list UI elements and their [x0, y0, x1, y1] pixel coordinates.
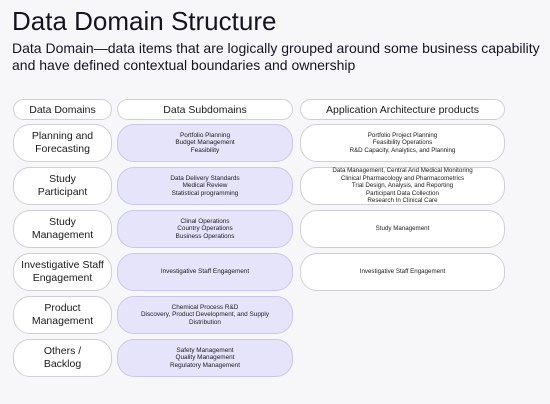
domain-label-line: Participant — [37, 186, 88, 198]
subdomain-box: Portfolio Planning Budget Management Fea… — [117, 124, 293, 162]
application-item: Research In Clinical Care — [367, 197, 438, 205]
application-item: Investigative Staff Engagement — [359, 268, 446, 276]
subdomain-item: Budget Management — [175, 139, 235, 147]
domain-box: Planning and Forecasting — [13, 124, 112, 162]
subdomain-item: Data Delivery Standards — [170, 174, 240, 182]
subdomain-item: Chemical Process R&D — [171, 303, 239, 311]
domain-box: Others / Backlog — [13, 339, 112, 377]
application-item: Participant Data Collection — [366, 189, 439, 197]
subdomain-box: Data Delivery Standards Medical Review S… — [117, 167, 293, 205]
domain-label-line: Study — [49, 216, 76, 228]
subdomain-item: Business Operations — [175, 232, 235, 240]
domain-label-line: Study — [49, 173, 76, 185]
application-item: Clinical Pharmacology and Pharmacometric… — [340, 174, 465, 182]
application-box: Portfolio Project Planning Feasibility O… — [300, 124, 505, 162]
application-item: Portfolio Project Planning — [367, 131, 438, 139]
domain-label-line: Planning and — [31, 130, 94, 142]
domain-box: Investigative Staff Engagement — [13, 253, 112, 291]
domain-label-line: Backlog — [43, 358, 82, 370]
subdomain-item: Safety Management — [176, 346, 234, 354]
domain-label-line: Investigative Staff — [21, 259, 104, 271]
application-item: Data Management, Central And Medical Mon… — [332, 167, 473, 175]
header-data-subdomains-label: Data Subdomains — [163, 103, 247, 116]
domain-label-line: Management — [31, 229, 94, 241]
subdomain-box: Investigative Staff Engagement — [117, 253, 293, 291]
domain-box: Study Management — [13, 210, 112, 248]
domain-box: Study Participant — [13, 167, 112, 205]
subdomain-box: Clinal Operations Country Operations Bus… — [117, 210, 293, 248]
subdomain-item: Investigative Staff Engagement — [160, 268, 250, 276]
domain-label-line: Others / — [43, 345, 82, 357]
application-item: Trial Design, Analysis, and Reporting — [351, 182, 454, 190]
application-box: Investigative Staff Engagement — [300, 253, 505, 291]
header-application-products: Application Architecture products — [300, 99, 505, 120]
subdomain-item: Clinal Operations — [180, 217, 230, 225]
application-box: Data Management, Central And Medical Mon… — [300, 167, 505, 205]
header-data-domains-label: Data Domains — [29, 103, 96, 116]
subdomain-item: Country Operations — [177, 225, 233, 233]
domain-label-line: Forecasting — [35, 143, 90, 155]
page-subtitle: Data Domain—data items that are logicall… — [12, 40, 540, 73]
application-item: Study Management — [375, 225, 430, 233]
subdomain-box: Chemical Process R&D Discovery, Product … — [117, 296, 293, 334]
header-data-subdomains: Data Subdomains — [117, 99, 293, 120]
domain-label-line: Product — [44, 302, 81, 314]
subdomain-item: Feasibility — [190, 146, 220, 154]
domain-label-line: Engagement — [32, 272, 93, 284]
application-item: R&D Capacity, Analytics, and Planning — [349, 146, 456, 154]
subdomain-item: Statistical programming — [171, 189, 239, 197]
application-box: Study Management — [300, 210, 505, 248]
subdomain-item: Distribution — [189, 318, 221, 326]
header-data-domains: Data Domains — [13, 99, 112, 120]
domain-box: Product Management — [13, 296, 112, 334]
subdomain-item: Quality Management — [175, 354, 235, 362]
subdomain-box: Safety Management Quality Management Reg… — [117, 339, 293, 377]
header-application-products-label: Application Architecture products — [326, 103, 479, 116]
subdomain-item: Portfolio Planning — [179, 131, 231, 139]
subdomain-item: Discovery, Product Development, and Supp… — [140, 311, 270, 319]
domain-label-line: Management — [31, 315, 94, 327]
subdomain-item: Regulatory Management — [170, 361, 240, 369]
subdomain-item: Medical Review — [182, 182, 228, 190]
application-item: Feasibility Operations — [372, 139, 433, 147]
page-title: Data Domain Structure — [12, 6, 277, 36]
